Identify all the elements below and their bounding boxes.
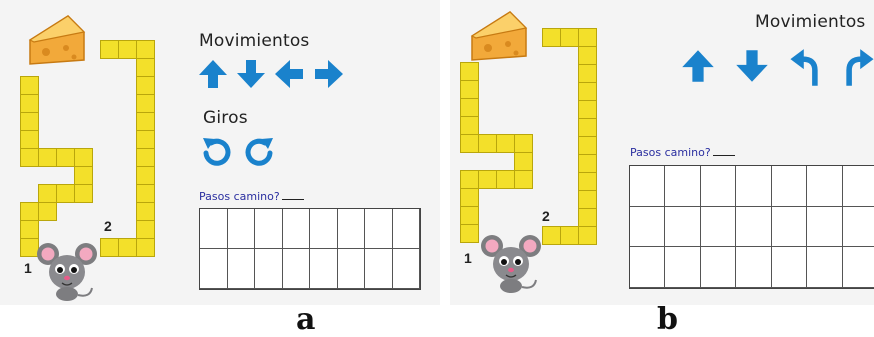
arrow-right-icon[interactable] xyxy=(313,58,345,90)
grid-cell[interactable] xyxy=(665,247,700,288)
grid-cell[interactable] xyxy=(338,249,366,289)
grid-cell[interactable] xyxy=(310,249,338,289)
grid-cell[interactable] xyxy=(200,209,228,249)
cheese-icon xyxy=(26,10,88,68)
pasos-camino-label: Pasos camino? xyxy=(199,190,304,203)
rotate-left-icon[interactable] xyxy=(200,134,232,166)
grid-cell[interactable] xyxy=(843,247,874,288)
grid-cell[interactable] xyxy=(630,247,665,288)
movimientos-heading: Movimientos xyxy=(199,31,310,51)
grid-cell[interactable] xyxy=(701,247,736,288)
grid-cell[interactable] xyxy=(228,209,256,249)
path-2-label: 2 xyxy=(104,218,112,234)
turn-left-icon[interactable] xyxy=(788,48,824,88)
grid-cell[interactable] xyxy=(807,247,842,288)
grid-cell[interactable] xyxy=(310,209,338,249)
rotate-right-icon[interactable] xyxy=(244,134,276,166)
caption-a: a xyxy=(296,302,315,337)
grid-cell[interactable] xyxy=(255,209,283,249)
cheese-icon xyxy=(468,6,530,64)
grid-cell[interactable] xyxy=(701,166,736,207)
arrow-up-icon[interactable] xyxy=(680,48,716,84)
grid-cell[interactable] xyxy=(283,249,311,289)
grid-cell[interactable] xyxy=(630,207,665,248)
grid-cell[interactable] xyxy=(772,247,807,288)
grid-cell[interactable] xyxy=(807,207,842,248)
grid-cell[interactable] xyxy=(283,209,311,249)
answer-grid[interactable] xyxy=(629,165,874,289)
grid-cell[interactable] xyxy=(365,249,393,289)
path-2-label: 2 xyxy=(542,208,550,224)
pasos-camino-label: Pasos camino? xyxy=(630,146,735,159)
arrow-down-icon[interactable] xyxy=(734,48,770,84)
grid-cell[interactable] xyxy=(772,207,807,248)
grid-cell[interactable] xyxy=(701,207,736,248)
panel-a: 2 1 Movimientos Giros Pasos camino? xyxy=(0,0,440,305)
grid-cell[interactable] xyxy=(200,249,228,289)
grid-cell[interactable] xyxy=(843,207,874,248)
grid-cell[interactable] xyxy=(365,209,393,249)
arrow-down-icon[interactable] xyxy=(235,58,267,90)
grid-cell[interactable] xyxy=(338,209,366,249)
grid-cell[interactable] xyxy=(255,249,283,289)
arrow-left-icon[interactable] xyxy=(273,58,305,90)
turn-right-icon[interactable] xyxy=(840,48,874,88)
arrow-up-icon[interactable] xyxy=(197,58,229,90)
grid-cell[interactable] xyxy=(736,207,771,248)
grid-cell[interactable] xyxy=(630,166,665,207)
giros-heading: Giros xyxy=(203,108,248,128)
grid-cell[interactable] xyxy=(393,209,421,249)
mouse-icon xyxy=(36,238,98,302)
grid-cell[interactable] xyxy=(665,207,700,248)
grid-cell[interactable] xyxy=(807,166,842,207)
path-1-label: 1 xyxy=(24,260,32,276)
grid-cell[interactable] xyxy=(393,249,421,289)
grid-cell[interactable] xyxy=(228,249,256,289)
caption-b: b xyxy=(657,302,678,337)
answer-grid[interactable] xyxy=(199,208,421,290)
panel-b: 2 1 Movimientos Pasos camino? xyxy=(450,0,874,305)
grid-cell[interactable] xyxy=(736,247,771,288)
movimientos-heading: Movimientos xyxy=(755,12,866,32)
grid-cell[interactable] xyxy=(843,166,874,207)
mouse-icon xyxy=(480,230,542,294)
grid-cell[interactable] xyxy=(772,166,807,207)
grid-cell[interactable] xyxy=(665,166,700,207)
path-1-label: 1 xyxy=(464,250,472,266)
grid-cell[interactable] xyxy=(736,166,771,207)
